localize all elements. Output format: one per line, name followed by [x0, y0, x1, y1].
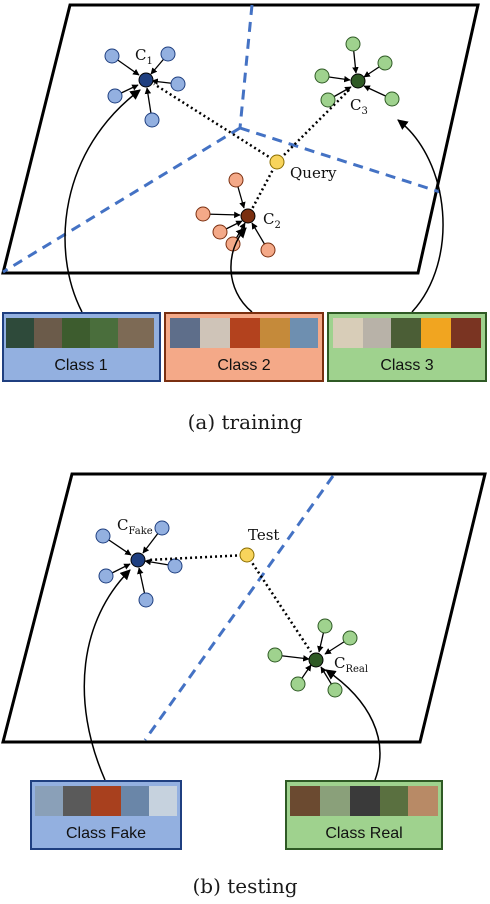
query-node: Query — [153, 82, 352, 210]
support-point — [327, 682, 343, 698]
support-point — [195, 206, 211, 222]
class2-mapping-arrow — [230, 227, 253, 313]
prototype-point — [138, 72, 154, 88]
distance-line — [245, 554, 313, 653]
support-point — [95, 528, 111, 544]
boundary-line — [2, 126, 241, 274]
class1-thumbnails — [6, 318, 154, 348]
prototype-point — [130, 552, 146, 568]
support-point — [167, 558, 183, 574]
class-real-label: Class Real — [325, 825, 402, 842]
prototype-label: C2 — [263, 210, 281, 231]
boundary-line — [239, 126, 441, 194]
class3-thumbnails — [333, 318, 481, 348]
class-fake-label: Class Fake — [66, 825, 146, 842]
prototype-label: CFake — [117, 516, 153, 537]
fake-mapping-arrow — [83, 569, 131, 781]
class3-label: Class 3 — [380, 357, 433, 374]
test-label: Test — [248, 526, 279, 544]
query-label: Query — [290, 164, 337, 182]
support-point — [212, 224, 228, 240]
cluster-class1: C1 — [104, 46, 186, 128]
class1-label: Class 1 — [54, 357, 107, 374]
support-point — [260, 242, 276, 258]
decision-boundary — [143, 475, 335, 741]
cluster-real: CReal — [267, 618, 368, 698]
support-point — [228, 172, 244, 188]
training-panel: C1 C2 — [1, 3, 487, 434]
support-point — [317, 618, 333, 634]
class-real-thumbnails — [290, 786, 438, 816]
class3-mapping-arrow — [397, 119, 444, 313]
test-point — [239, 547, 255, 563]
testing-caption: (b) testing — [192, 874, 297, 898]
class2-label: Class 2 — [217, 357, 270, 374]
class-real-box: Class Real — [285, 780, 443, 850]
prototype-label: C3 — [350, 96, 368, 117]
class2-box: Class 2 — [164, 312, 324, 382]
support-point — [377, 55, 393, 71]
embedding-space-plane — [1, 472, 487, 744]
class-fake-thumbnails — [35, 786, 177, 816]
support-point — [138, 592, 154, 608]
prototype-label: CReal — [334, 654, 368, 675]
cluster-class2: C2 — [195, 172, 281, 258]
distance-line — [146, 553, 248, 562]
support-point — [104, 48, 120, 64]
cluster-class3: C3 — [314, 36, 400, 117]
support-point — [98, 568, 114, 584]
query-point — [269, 154, 285, 170]
test-node: Test — [146, 526, 313, 653]
real-mapping-arrow — [325, 669, 381, 781]
support-point — [170, 76, 186, 92]
distance-line — [153, 82, 278, 164]
testing-panel: CFake CReal — [1, 472, 487, 898]
support-point — [267, 647, 283, 663]
class1-box: Class 1 — [2, 312, 161, 382]
support-point — [107, 88, 123, 104]
support-point — [144, 112, 160, 128]
class1-mapping-arrow — [64, 89, 141, 313]
support-point — [320, 92, 336, 108]
support-point — [384, 91, 400, 107]
class-fake-box: Class Fake — [30, 780, 182, 850]
embedding-space-plane — [1, 3, 480, 275]
support-point — [342, 630, 358, 646]
training-caption: (a) training — [188, 410, 303, 434]
support-point — [314, 68, 330, 84]
distance-line — [250, 161, 279, 210]
cluster-fake: CFake — [95, 516, 183, 608]
region-boundaries — [2, 4, 441, 274]
class3-box: Class 3 — [327, 312, 487, 382]
prototype-point — [350, 73, 366, 89]
support-point — [345, 36, 361, 52]
prototype-point — [308, 652, 324, 668]
support-point — [160, 46, 176, 62]
prototype-point — [240, 208, 256, 224]
class2-thumbnails — [170, 318, 318, 348]
support-point — [154, 520, 170, 536]
prototype-label: C1 — [135, 46, 153, 67]
boundary-line — [238, 4, 254, 129]
support-point — [290, 676, 306, 692]
